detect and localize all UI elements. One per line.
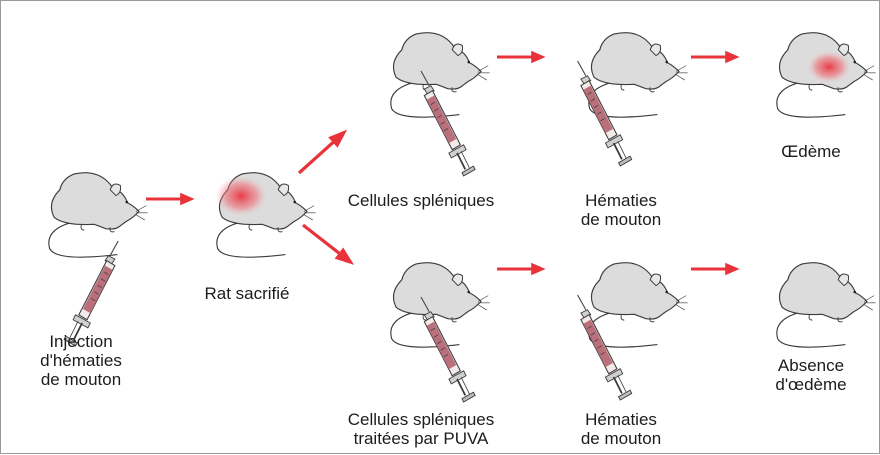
spleen-highlight bbox=[215, 176, 267, 216]
arrow-to-sacrifice bbox=[146, 193, 195, 206]
arrow-bottom-1 bbox=[497, 263, 546, 276]
rat-injected bbox=[49, 173, 148, 257]
label-hematies-top: Hématies de mouton bbox=[561, 191, 681, 229]
label-rat-sacrifie: Rat sacrifié bbox=[187, 284, 307, 303]
rat-bottom-sheep-rbc bbox=[589, 263, 688, 347]
rat-top-sheep-rbc bbox=[589, 33, 688, 117]
oedema-highlight bbox=[807, 51, 851, 83]
rat-top-splenic bbox=[391, 33, 490, 117]
arrow-branch-down bbox=[299, 219, 359, 270]
rat-no-oedema bbox=[777, 263, 876, 347]
label-cellules-spleniques: Cellules spléniques bbox=[321, 191, 521, 210]
label-absence-oedeme: Absence d'œdème bbox=[761, 356, 861, 394]
arrow-bottom-2 bbox=[691, 263, 740, 276]
arrow-top-1 bbox=[497, 51, 546, 64]
arrow-branch-up bbox=[294, 124, 352, 178]
arrow-top-2 bbox=[691, 51, 740, 64]
label-hematies-bottom: Hématies de mouton bbox=[561, 410, 681, 448]
label-injection: Injection d'hématies de mouton bbox=[21, 332, 141, 389]
label-oedeme: Œdème bbox=[761, 142, 861, 161]
label-cellules-puva: Cellules spléniques traitées par PUVA bbox=[321, 410, 521, 448]
